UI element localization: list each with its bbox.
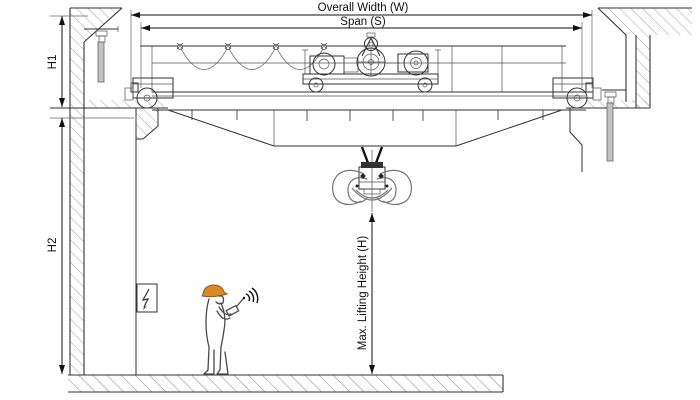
span-label: Span (S) — [340, 16, 386, 28]
worker-figure — [201, 284, 259, 375]
left-power-feed — [84, 26, 119, 83]
hoist-rope-left — [360, 146, 370, 164]
right-corbel — [569, 108, 583, 172]
left-ledge-hatch — [84, 100, 164, 108]
right-end-truck — [552, 77, 602, 109]
h1-label: H1 — [47, 55, 59, 70]
left-corbel — [135, 107, 159, 140]
worker-face — [215, 295, 225, 305]
left-end-truck — [124, 77, 174, 109]
trolley-hoist — [302, 32, 441, 93]
bridge-girder — [152, 91, 586, 147]
hoist-rope-right — [374, 146, 384, 164]
right-wheel — [566, 87, 588, 109]
h2-label: H2 — [47, 238, 59, 253]
trolley-wheel-left — [308, 77, 324, 93]
right-conductor-rod — [606, 102, 614, 162]
overall-width-label: Overall Width (W) — [318, 2, 409, 14]
left-wheel — [136, 87, 158, 109]
worker-leg-front — [216, 346, 229, 375]
bridge-railing — [140, 42, 566, 92]
right-ledge-hatch — [584, 100, 650, 108]
remote-antenna — [236, 298, 244, 307]
festoon-trolleys — [176, 42, 328, 50]
lightning-bolt-icon — [141, 288, 150, 308]
grab-head-block — [361, 162, 383, 168]
floor — [68, 374, 504, 393]
trolley-wheel-right — [417, 77, 433, 93]
remote-control — [225, 304, 240, 317]
electrical-box — [136, 283, 158, 313]
festoon-cables — [179, 46, 325, 70]
worker-leg-back — [203, 346, 215, 375]
wifi-signal-icon — [242, 287, 259, 304]
max-lifting-height-label: Max. Lifting Height (H) — [357, 236, 369, 351]
girder-stiffeners — [191, 110, 544, 121]
hoist-motor-housing — [309, 55, 345, 75]
dimensions: Overall Width (W) Span (S) H1 H2 Max. Li… — [47, 2, 593, 374]
left-conductor-rod — [97, 41, 105, 83]
hard-hat — [201, 284, 229, 298]
right-wall — [566, 7, 692, 172]
grab-bucket — [332, 146, 412, 205]
right-power-feed — [602, 89, 626, 162]
left-wall — [50, 7, 168, 375]
